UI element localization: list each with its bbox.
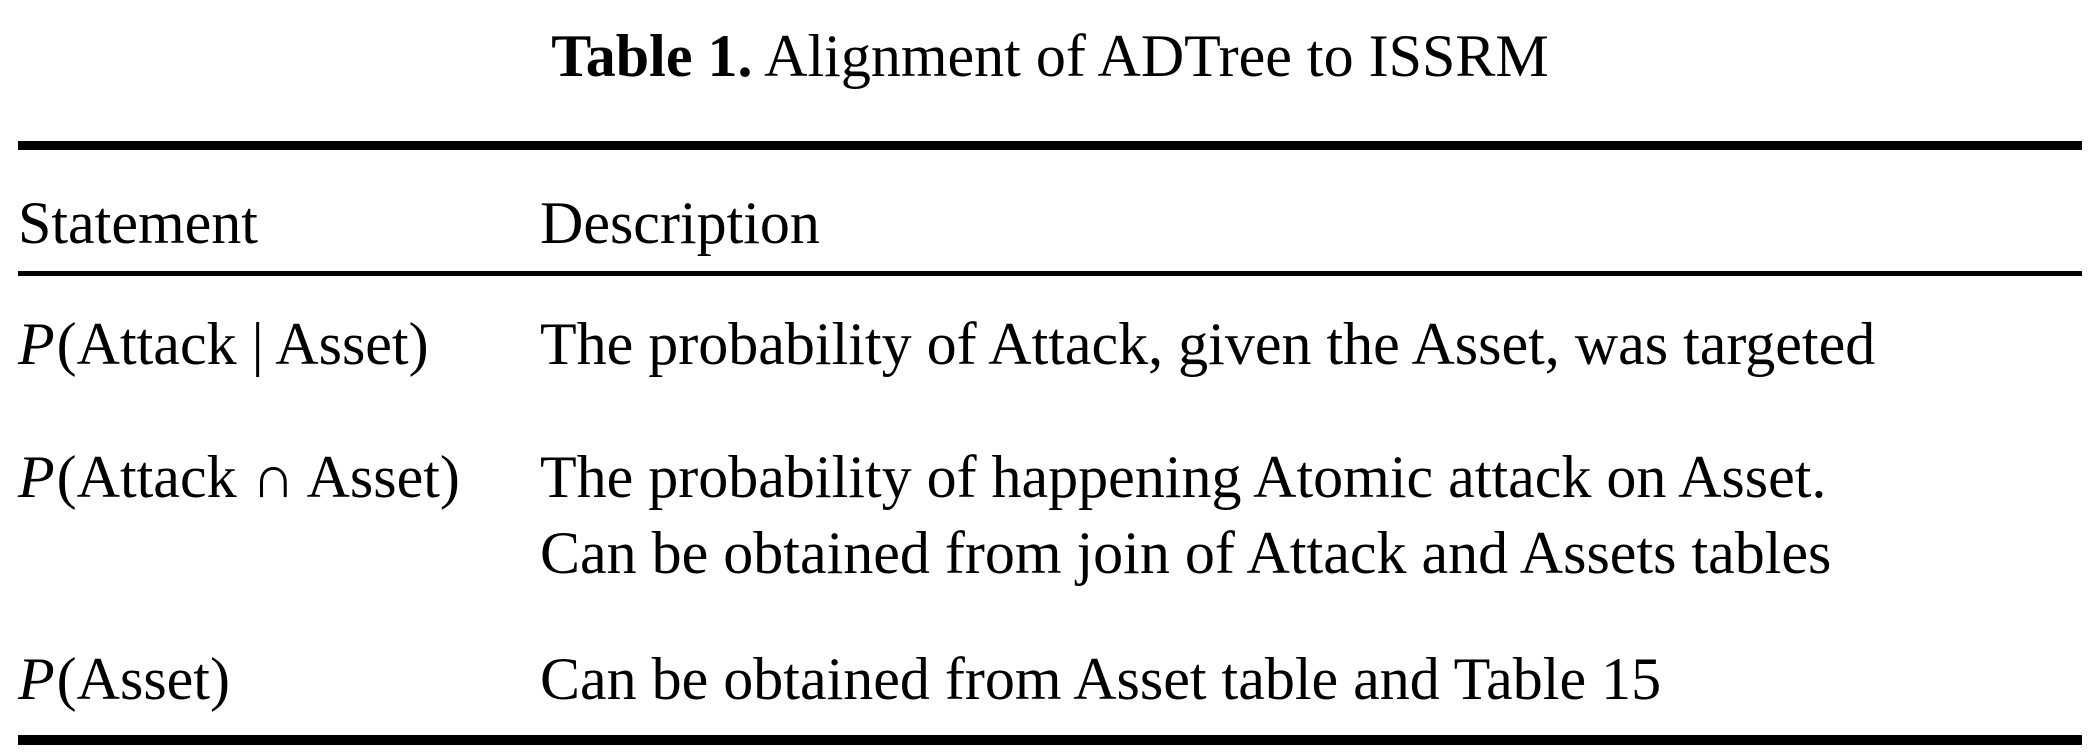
description-line: The probability of Attack, given the Ass… <box>540 311 1876 377</box>
table-row: P(Attack ∩ Asset) The probability of hap… <box>18 411 2082 621</box>
col-header-description: Description <box>540 190 820 256</box>
table-caption: Table 1. Alignment of ADTree to ISSRM <box>18 0 2082 141</box>
alignment-table: Statement Description P(Attack | Asset) … <box>18 141 2082 745</box>
col-header-statement: Statement <box>18 190 258 256</box>
description-cell: The probability of Attack, given the Ass… <box>540 306 2082 382</box>
table-caption-number: Table 1. <box>551 23 753 89</box>
statement-cell: P(Attack | Asset) <box>18 306 540 382</box>
statement-symbol: P <box>18 444 55 510</box>
statement-symbol: P <box>18 311 55 377</box>
statement-cell: P(Attack ∩ Asset) <box>18 439 540 591</box>
statement-cell: P(Asset) <box>18 641 540 717</box>
description-line: Can be obtained from join of Attack and … <box>540 520 1832 586</box>
table-row: P(Attack | Asset) The probability of Att… <box>18 276 2082 411</box>
statement-args: (Asset) <box>56 646 230 712</box>
table-caption-text: Alignment of ADTree to ISSRM <box>752 23 1549 89</box>
statement-args: (Attack ∩ Asset) <box>56 444 460 510</box>
table-header-row: Statement Description <box>18 150 2082 276</box>
description-cell: Can be obtained from Asset table and Tab… <box>540 641 2082 717</box>
description-line: Can be obtained from Asset table and Tab… <box>540 646 1662 712</box>
description-cell: The probability of happening Atomic atta… <box>540 439 2082 591</box>
table-row: P(Asset) Can be obtained from Asset tabl… <box>18 621 2082 735</box>
statement-symbol: P <box>18 646 55 712</box>
description-line: The probability of happening Atomic atta… <box>540 444 1827 510</box>
statement-args: (Attack | Asset) <box>56 311 429 377</box>
